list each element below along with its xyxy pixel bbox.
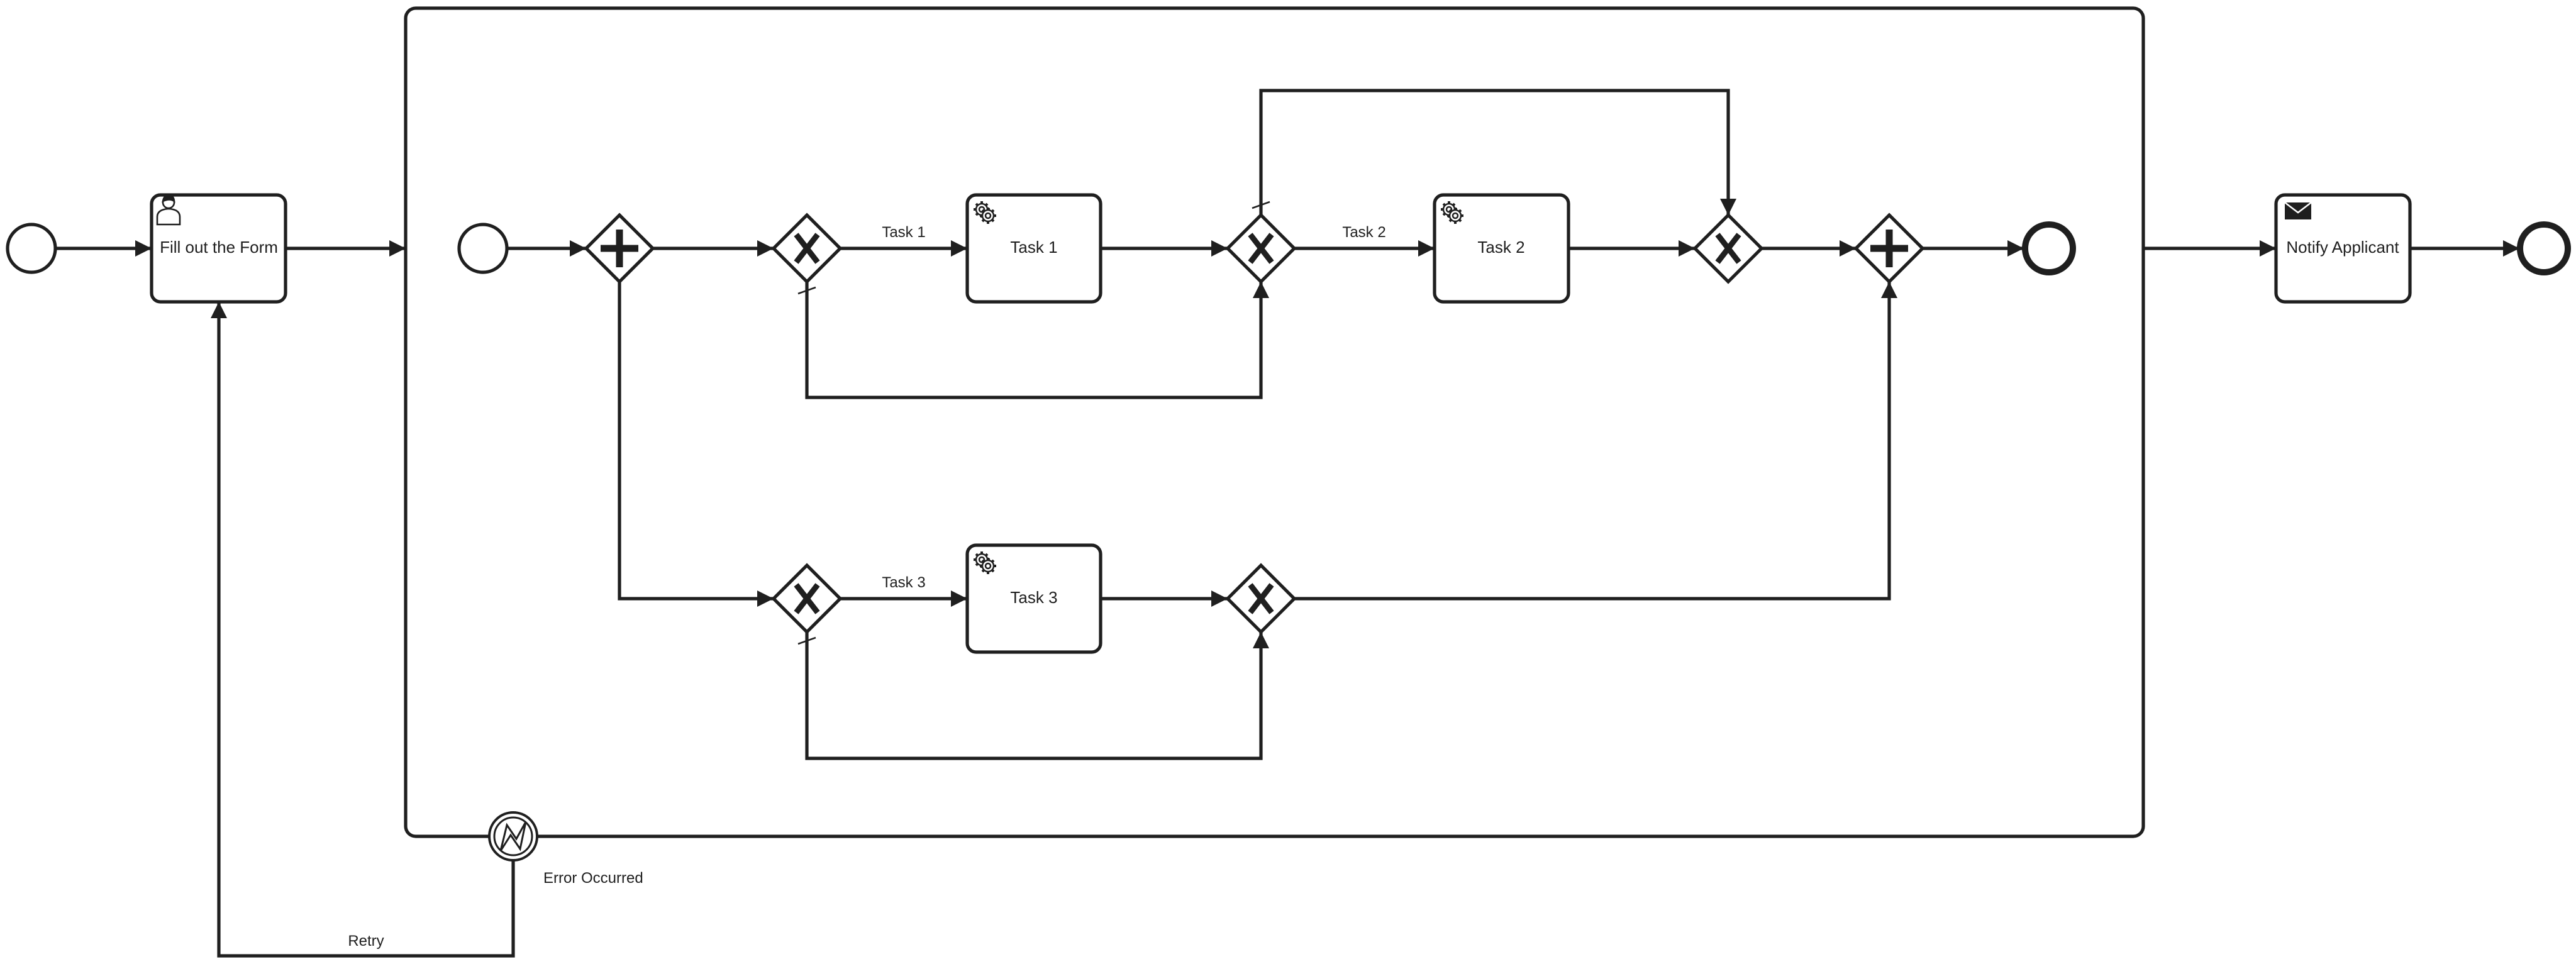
error-event-label: Error Occurred [543, 870, 643, 887]
subprocess-start-event[interactable] [457, 223, 509, 274]
task-notify-applicant[interactable]: Notify Applicant [2274, 193, 2412, 304]
task-notify-label: Notify Applicant [2286, 238, 2399, 257]
task-1-label: Task 1 [1010, 238, 1057, 257]
edge-label-retry: Retry [348, 933, 384, 950]
task-2[interactable]: Task 2 [1433, 193, 1570, 304]
task-fill-form-label: Fill out the Form [160, 238, 278, 257]
subprocess-container[interactable] [404, 6, 2145, 838]
subprocess-end-event[interactable] [2022, 221, 2076, 275]
task-1[interactable]: Task 1 [965, 193, 1102, 304]
task-2-label: Task 2 [1477, 238, 1524, 257]
task-3[interactable]: Task 3 [965, 543, 1102, 654]
flow-parallel-split-to-xor-d[interactable] [618, 282, 774, 607]
flow-xor-e-to-parallel-join[interactable] [1294, 282, 1897, 601]
default-flow-markers [797, 201, 1270, 645]
edge-label-task3: Task 3 [882, 574, 925, 591]
start-event[interactable] [6, 223, 57, 274]
task-3-label: Task 3 [1010, 588, 1057, 607]
error-icon [499, 821, 527, 851]
edge-label-task1: Task 1 [882, 224, 925, 241]
flow-xor-a-bypass[interactable] [805, 282, 1269, 399]
error-boundary-event[interactable] [488, 811, 538, 862]
envelope-icon [2284, 202, 2312, 219]
flow-error-retry[interactable] [211, 302, 515, 958]
flow-xor-d-bypass[interactable] [805, 632, 1269, 760]
end-event[interactable] [2517, 221, 2571, 275]
task-fill-form[interactable]: Fill out the Form [150, 193, 287, 304]
flow-xor-b-bypass[interactable] [1259, 89, 1736, 215]
user-icon [156, 194, 181, 226]
edge-label-task2: Task 2 [1342, 224, 1385, 241]
sequence-flows [56, 89, 2519, 958]
